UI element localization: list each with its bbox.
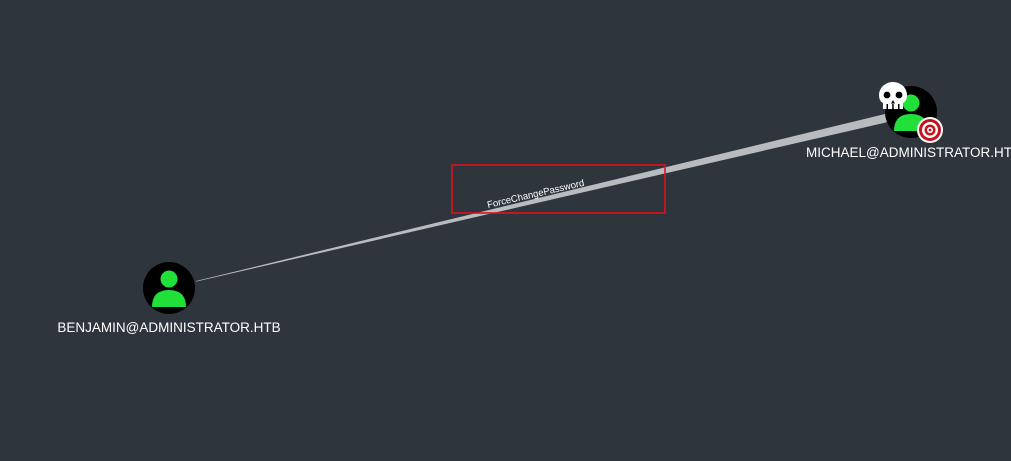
node-michael[interactable]: MICHAEL@ADMINISTRATOR.HTB — [806, 82, 1011, 160]
node-label-benjamin: BENJAMIN@ADMINISTRATOR.HTB — [57, 320, 280, 335]
user-icon — [152, 270, 186, 307]
edge-line[interactable] — [196, 114, 888, 282]
edge-forcechangepassword[interactable]: ForceChangePassword — [196, 114, 888, 282]
target-icon — [917, 117, 943, 143]
node-label-michael: MICHAEL@ADMINISTRATOR.HTB — [806, 145, 1011, 160]
highlight-box — [451, 164, 666, 214]
node-benjamin[interactable]: BENJAMIN@ADMINISTRATOR.HTB — [57, 262, 281, 335]
skull-icon — [879, 82, 907, 109]
